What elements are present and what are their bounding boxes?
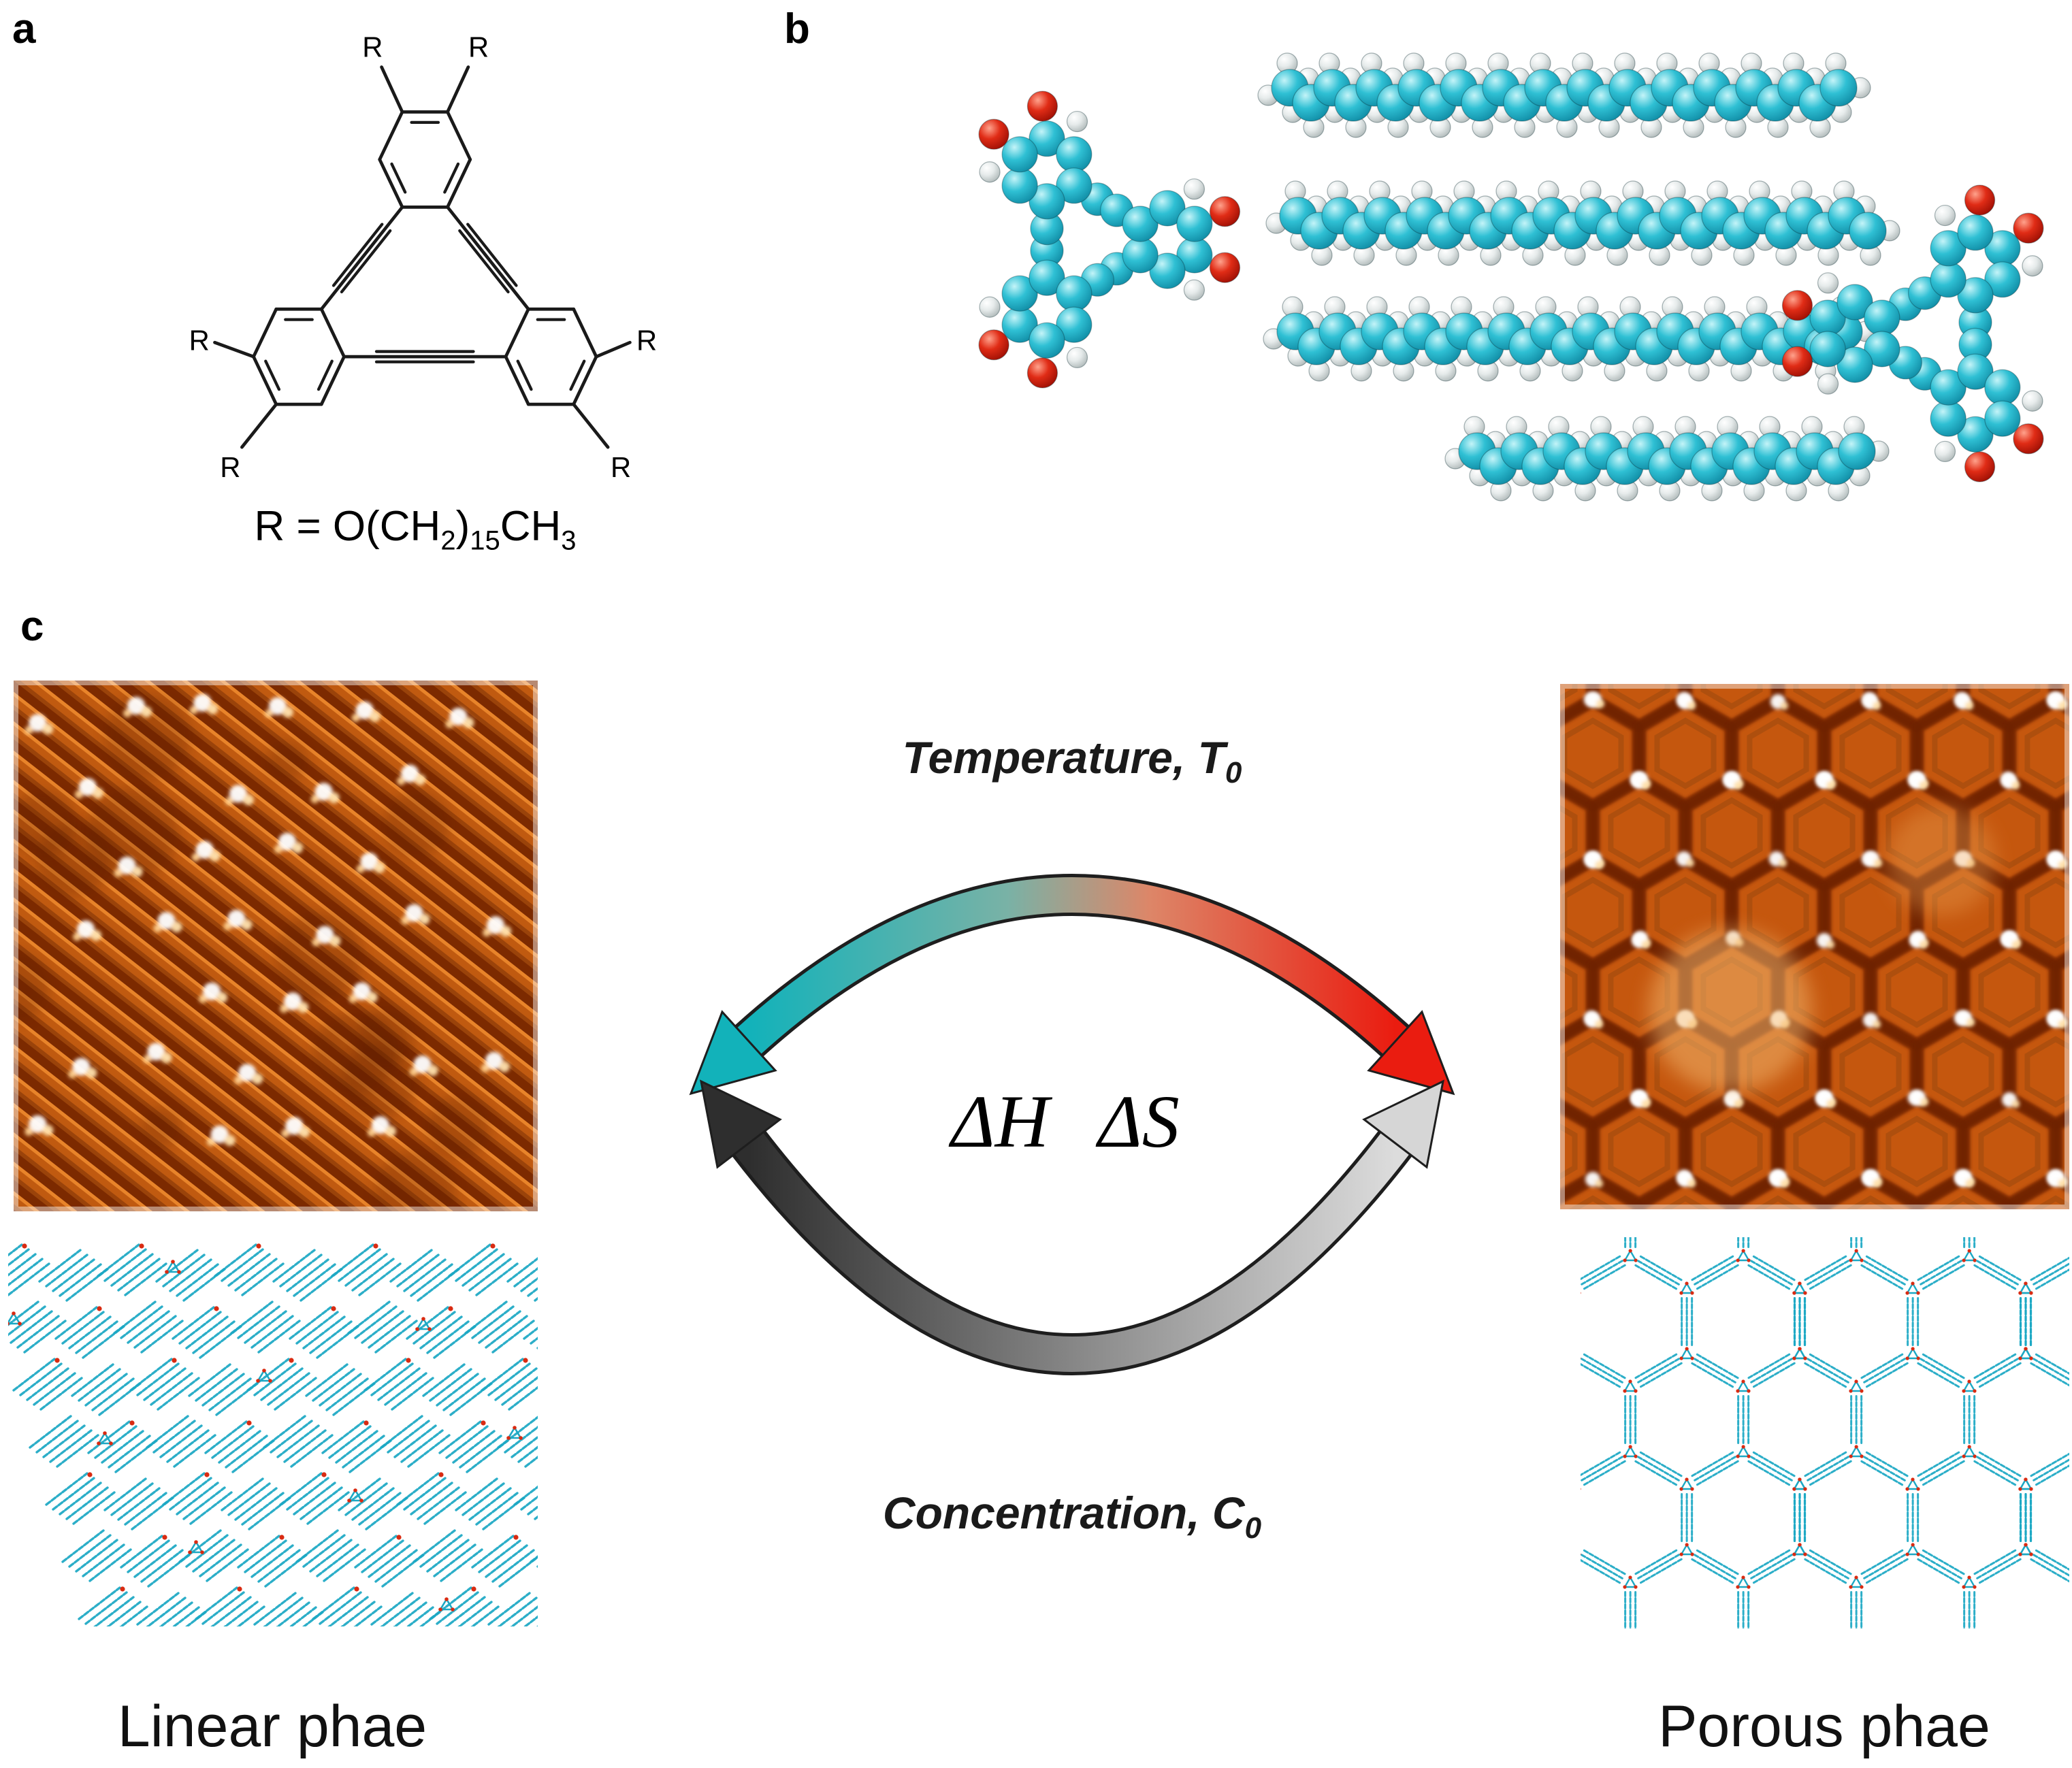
temperature-arrow-band <box>736 877 1408 1055</box>
formula-subscript-2: 2 <box>440 525 456 556</box>
panel-a-label: a <box>12 5 36 52</box>
temperature-arrowhead-right <box>1367 1010 1455 1096</box>
concentration-label: Concentration, C0 <box>766 1487 1378 1545</box>
formula-subscript-3: 3 <box>561 525 577 556</box>
equilibrium-arrows <box>689 874 1455 1375</box>
r-substituent-label: R <box>611 451 631 483</box>
r-substituent-label: R <box>362 31 383 63</box>
panel-c-label: c <box>20 603 44 650</box>
r-substituent-label: R <box>468 31 489 63</box>
formula-prefix: R = O(CH <box>254 503 441 550</box>
concentration-arrowhead-left <box>699 1079 782 1169</box>
entropy-symbol: ΔS <box>1098 1080 1180 1163</box>
concentration-text: Concentration, C <box>882 1488 1245 1538</box>
concentration-arrow-band <box>734 1132 1410 1372</box>
r-substituent-label: R <box>220 451 240 483</box>
temperature-text: Temperature, T <box>902 732 1225 783</box>
concentration-subscript: 0 <box>1244 1511 1262 1545</box>
molecular-model-porous-phase <box>1581 1237 2069 1628</box>
chemical-structure-drawing: R R R R R R <box>189 31 658 483</box>
temperature-label: Temperature, T0 <box>766 732 1378 790</box>
molecular-model-linear-phase <box>8 1235 538 1626</box>
substituent-formula: R = O(CH2)15CH3 <box>157 502 674 556</box>
temperature-arrowhead-left <box>689 1010 777 1096</box>
thermodynamics-label: ΔH ΔS <box>827 1079 1304 1165</box>
r-substituent-label: R <box>636 325 657 357</box>
temperature-subscript: 0 <box>1225 756 1242 790</box>
space-filling-model-image <box>978 52 2044 502</box>
stm-image-linear-phase <box>14 681 538 1211</box>
linear-phase-label: Linear phae <box>117 1694 427 1759</box>
stm-image-porous-phase <box>1560 684 2069 1209</box>
concentration-arrowhead-right <box>1362 1079 1445 1169</box>
formula-close-paren: ) <box>455 503 470 550</box>
formula-subscript-15: 15 <box>470 525 500 556</box>
formula-tail: CH <box>500 503 562 550</box>
panel-b-label: b <box>784 5 810 52</box>
porous-phase-label: Porous phae <box>1658 1694 1990 1759</box>
enthalpy-symbol: ΔH <box>951 1080 1050 1163</box>
r-substituent-label: R <box>189 325 210 357</box>
